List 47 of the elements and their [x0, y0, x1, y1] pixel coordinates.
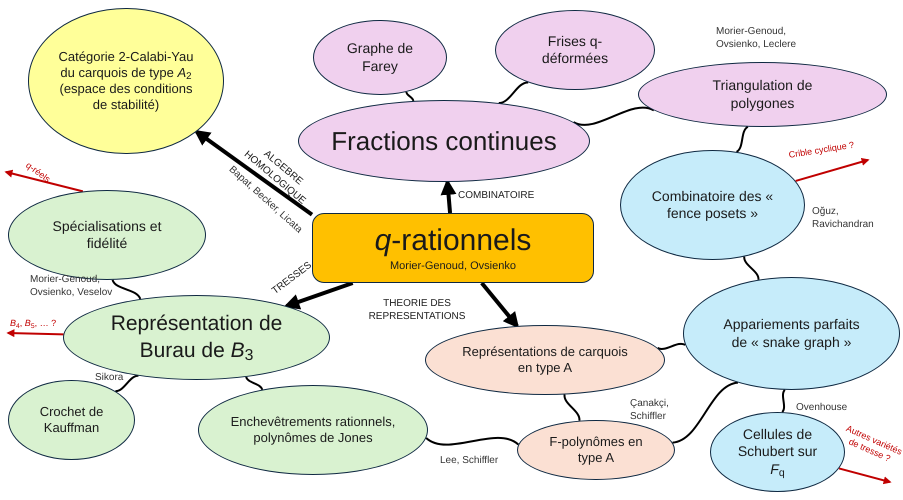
edge-label: Crible cyclique ?	[788, 140, 855, 162]
node-label: Crochet de Kauffman	[38, 404, 104, 436]
node-label: Cellules de Schubert sur F$_{q}$	[736, 426, 818, 478]
node-label: q-rationnels	[374, 223, 532, 260]
author-note: Ovenhouse	[796, 402, 848, 414]
author-note: Morier-Genoud, Ovsienko	[390, 260, 516, 274]
node-label: Représentation de Burau de B$_{3}$	[110, 311, 284, 364]
connector-line	[405, 92, 414, 102]
connector-line	[245, 376, 264, 390]
arrow	[6, 329, 64, 338]
node-label: Combinatoire des « fence posets »	[651, 188, 774, 222]
author-note: Oğuz, Ravichandran	[812, 206, 875, 231]
connector-line	[736, 126, 748, 153]
author-note: Çanakçi, Schiffler	[630, 398, 670, 423]
connector-line	[672, 382, 738, 444]
author-note: Lee, Schiffler	[440, 455, 500, 468]
author-note: Sikora	[95, 372, 124, 384]
author-note: Morier-Genoud, Ovsienko, Leclere	[716, 26, 798, 51]
central-box	[312, 213, 594, 283]
edge-label: B$_{4}$, B$_{5}$, … ?	[10, 318, 56, 330]
author-note: Morier-Genoud, Ovsienko, Veselov	[30, 274, 114, 299]
connector-line	[112, 280, 142, 300]
connector-line	[743, 256, 760, 280]
arrow	[4, 170, 84, 192]
edge-label: THEORIE DES REPRESENTATIONS	[368, 298, 466, 323]
node-label: Catégorie 2-Calabi-Yau du carquois de type A$_{2}$ (espace des conditions de stabilité)	[58, 48, 194, 114]
arrow	[283, 281, 354, 310]
arrow	[838, 467, 892, 484]
node-label: Spécialisations et fidélité	[52, 218, 162, 252]
connector-line	[573, 106, 654, 126]
connector-line	[781, 389, 786, 413]
connector-line	[564, 394, 580, 421]
edge-label: COMBINATOIRE	[458, 190, 534, 202]
node-label: Appariements parfaits de « snake graph »	[722, 316, 861, 351]
connector-line	[115, 374, 139, 392]
connector-line	[498, 81, 528, 104]
node-label: Fractions continues	[331, 124, 557, 158]
node-label: Graphe de Farey	[346, 40, 414, 75]
node-label: Triangulation de polygones	[712, 77, 814, 112]
node-label: F-polynômes en type A	[548, 434, 644, 466]
arrow	[795, 158, 870, 182]
node-label: Enchevêtrements rationnels, polynômes de Jones	[230, 414, 396, 446]
connector-line	[657, 342, 686, 350]
node-label: Frises q-déformées	[540, 32, 610, 68]
connector-line	[426, 436, 519, 446]
arrow	[194, 130, 314, 216]
node-label: Représentations de carquois en type A	[462, 344, 628, 376]
